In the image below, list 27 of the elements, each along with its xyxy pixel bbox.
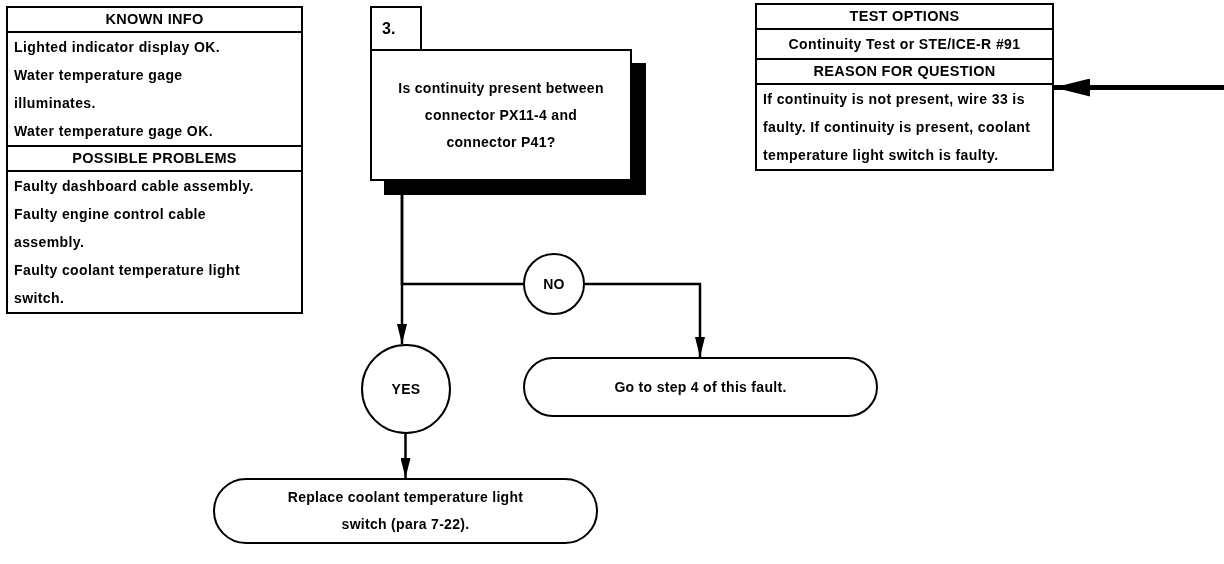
step-number-box [370,6,422,51]
panel-heading: REASON FOR QUESTION [757,59,1052,85]
node-text: Replace coolant temperature light switch (para 7-22). [286,488,525,534]
node-text: Is continuity present between connector PX11-4 and connector P41? [397,78,605,152]
terminal-box [523,357,878,417]
decision-label: NO [543,274,565,294]
panel-text: If continuity is not present, wire 33 is faulty. If continuity is present, coolant temperature light switch is faulty. [762,89,1032,165]
arrow [585,282,705,357]
arrow [400,434,411,478]
decision-label: YES [391,379,421,399]
panel-text: Water temperature gage OK. [13,122,214,141]
info-panel [6,6,303,147]
panel-heading: TEST OPTIONS [757,5,1052,30]
panel-heading: POSSIBLE PROBLEMS [8,146,301,172]
arrow [1054,78,1224,97]
node-text: Go to step 4 of this fault. [614,377,787,397]
info-panel [755,57,1054,171]
panel-text: Water temperature gage illuminates. [13,66,184,113]
panel-text: Continuity Test or STE/ICE-R #91 [787,35,1022,54]
step-number: 3. [382,19,396,38]
panel-text: Faulty coolant temperature light switch. [13,260,241,308]
panel-text: Faulty dashboard cable assembly. [13,176,255,196]
panel-text: Lighted indicator display OK. [13,38,222,57]
panel-text: Faulty engine control cable assembly. [13,204,208,252]
info-panel [755,3,1054,60]
panel-heading: KNOWN INFO [8,8,301,33]
info-panel [6,144,303,314]
